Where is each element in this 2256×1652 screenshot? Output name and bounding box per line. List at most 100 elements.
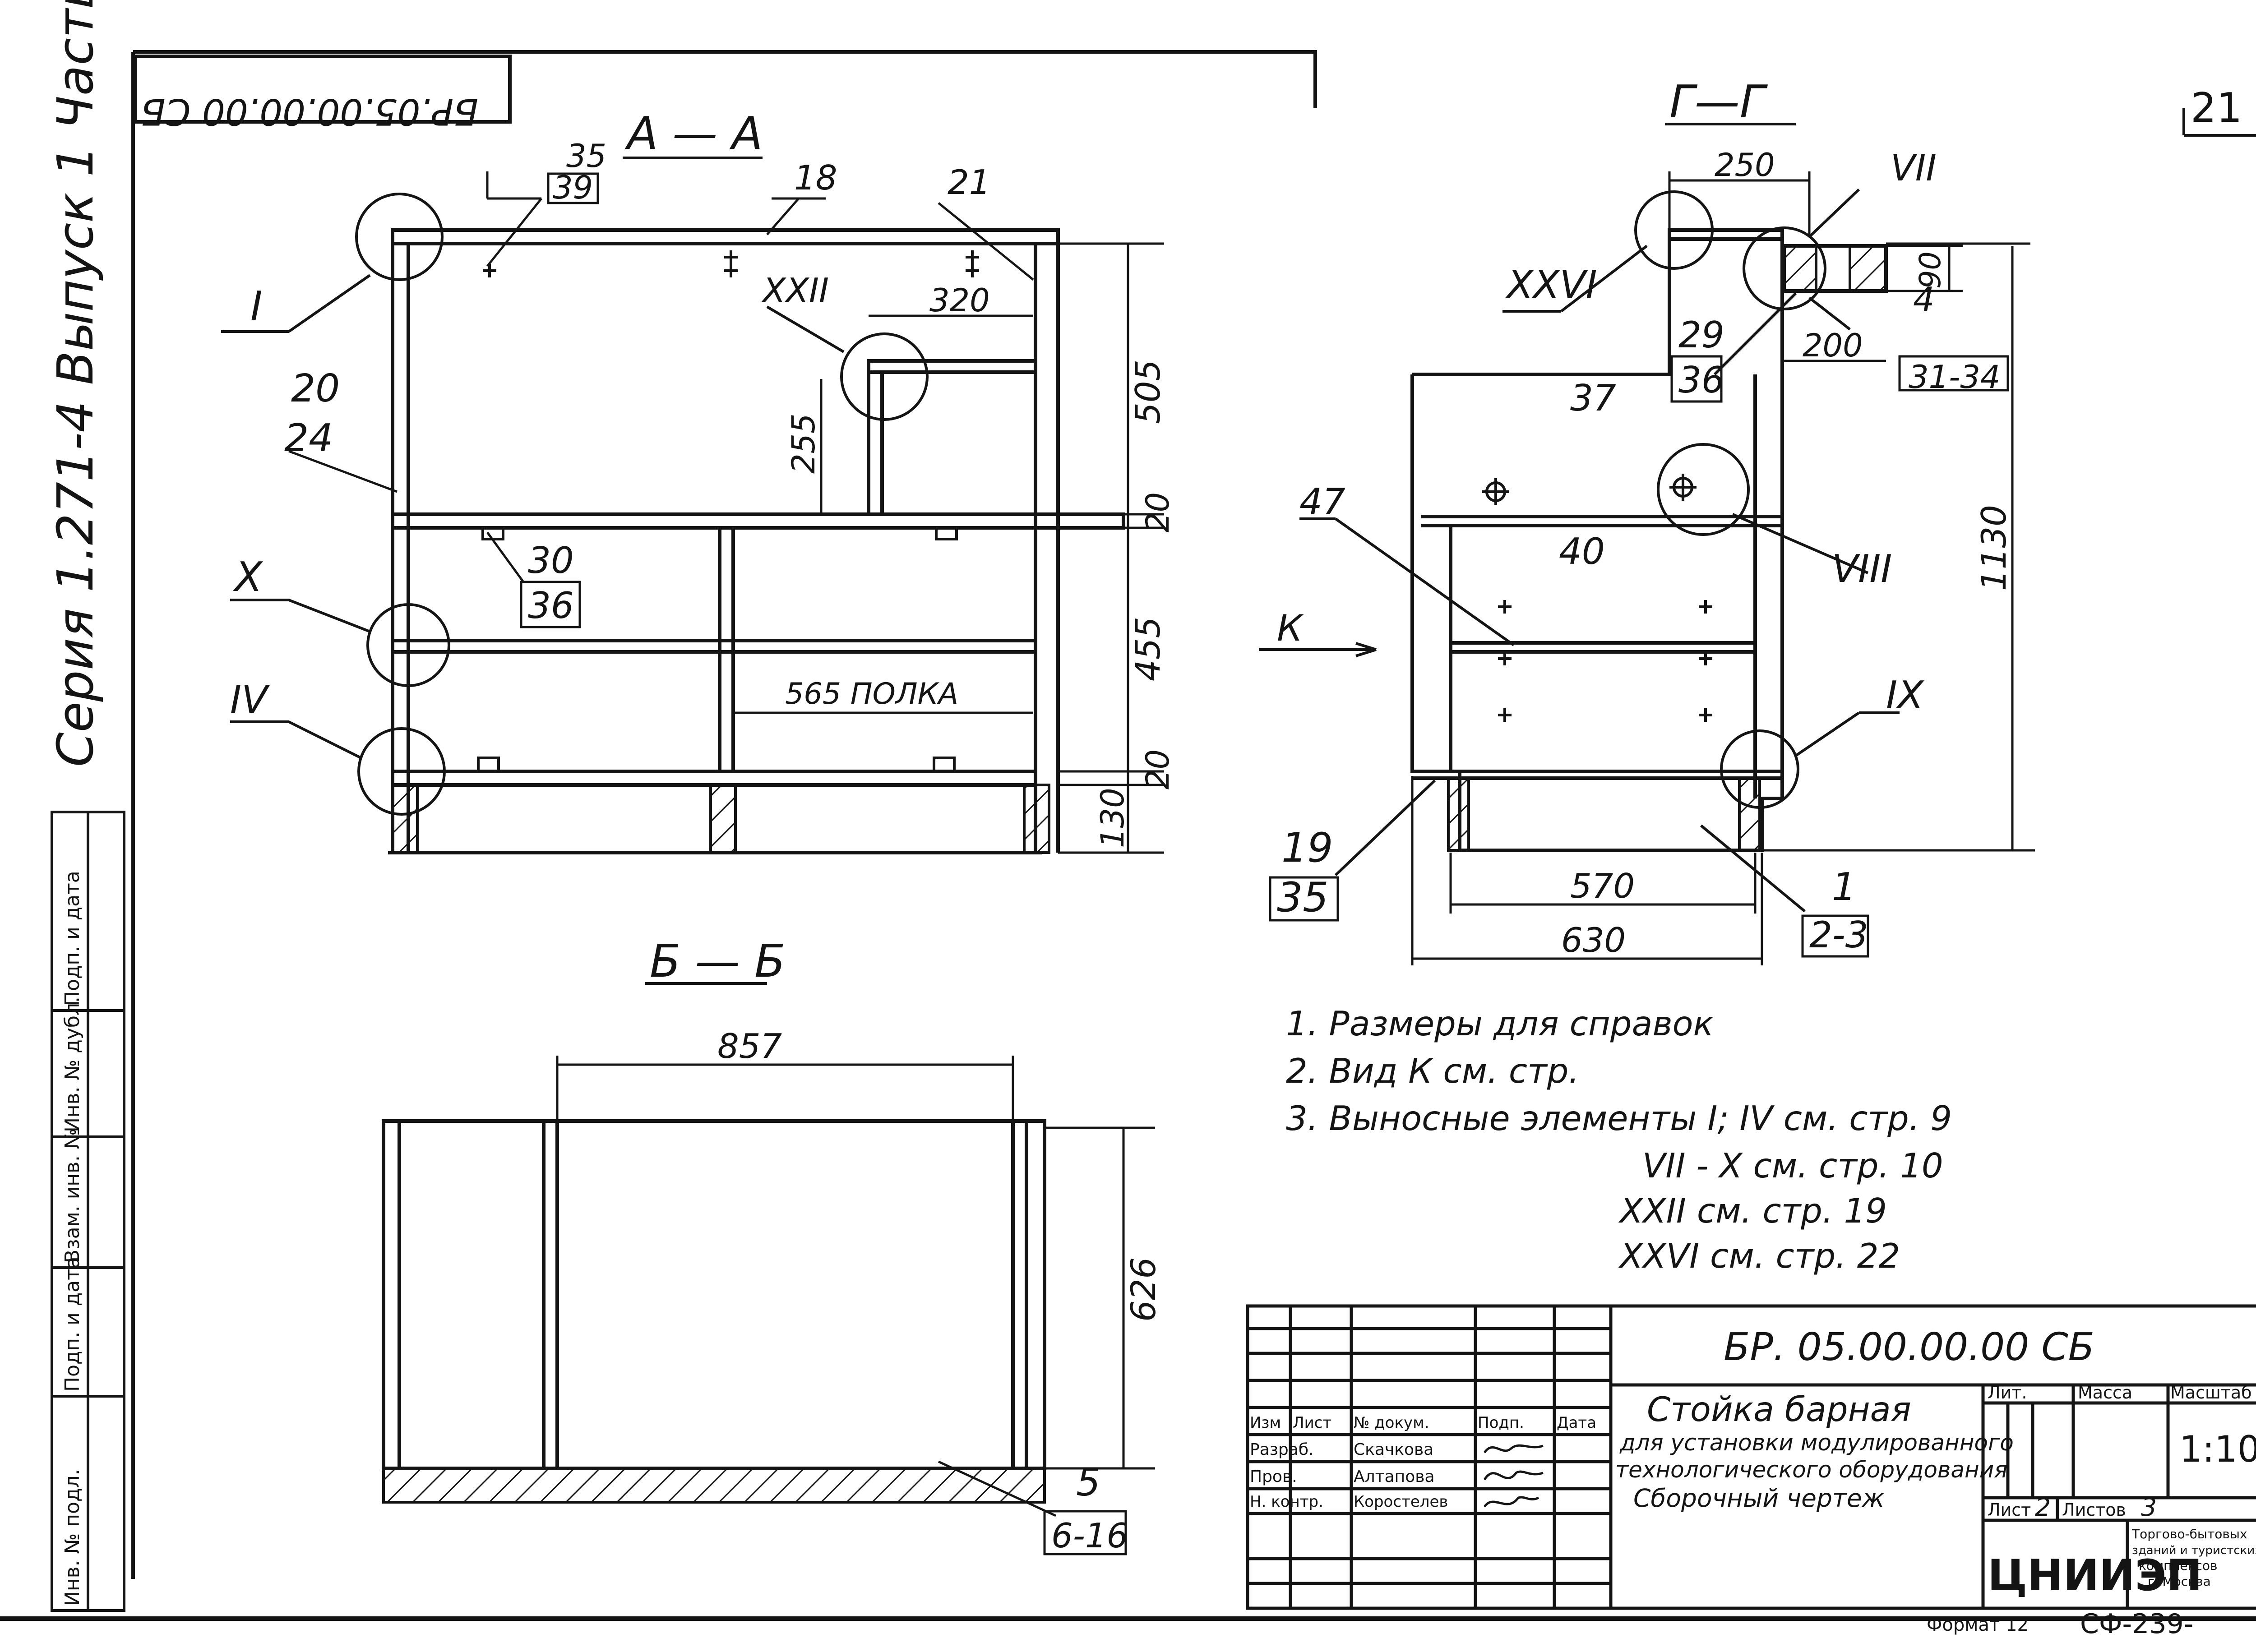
note-5: XXII см. стр. 19 [1618, 1191, 1887, 1231]
dim-455: 455 [1128, 617, 1168, 681]
hdr-sign: Подп. [1478, 1414, 1524, 1432]
series-side-text: Серия 1.271-4 Выпуск 1 Часть I [46, 0, 104, 767]
section-bb: Б — Б 857 626 5 6-16 [382, 935, 1163, 1555]
hdr-list: Лист [1293, 1414, 1331, 1432]
roman-VIII: VIII [1832, 547, 1892, 591]
sheet-value: 2 [2035, 1493, 2051, 1522]
side-col-1: Инв. № подл. [61, 1469, 84, 1606]
dim-250: 250 [1715, 147, 1775, 184]
dim-320: 320 [929, 282, 990, 319]
mass-label: Масса [2078, 1383, 2132, 1403]
org-line-1: Торгово-бытовых [2131, 1527, 2247, 1541]
org-line-2: зданий и туристских [2132, 1544, 2256, 1557]
sheet-frame [0, 50, 2256, 1621]
dim-626: 626 [1123, 1257, 1163, 1322]
format-text: Формат 12 [1927, 1615, 2029, 1635]
hdr-date: Дата [1557, 1414, 1596, 1432]
pos-1: 1 [1832, 865, 1856, 909]
row-role-1: Разраб. [1250, 1440, 1313, 1459]
roman-VII: VII [1891, 147, 1937, 189]
pos-47: 47 [1299, 481, 1345, 523]
section-gg-title: Г—Г [1669, 75, 1768, 128]
title-line-1: Стойка барная [1647, 1389, 1911, 1429]
dim-20a: 20 [1139, 492, 1176, 532]
pos-29: 29 [1678, 314, 1724, 356]
dim-1130: 1130 [1974, 505, 2014, 591]
note-2: 2. Вид К см. стр. [1286, 1051, 1579, 1091]
pos-37: 37 [1570, 377, 1616, 419]
dim-90: 90 [1914, 251, 1947, 289]
pos-21: 21 [948, 162, 990, 202]
sheet-label: Лист [1988, 1500, 2031, 1520]
sheets-label: Листов [2062, 1500, 2126, 1520]
org-logo: ЦНИИЭП [1988, 1551, 2202, 1601]
title-block: БР. 05.00.00.00 СБ Стойка барная для уст… [1246, 1304, 2256, 1640]
row-role-3: Н. контр. [1250, 1493, 1323, 1511]
hdr-izm: Изм [1250, 1414, 1281, 1432]
pos-24: 24 [284, 416, 333, 461]
doc-code: БР. 05.00.00.00 СБ [1724, 1325, 2094, 1370]
view-k: К [1277, 607, 1304, 649]
pos-20: 20 [291, 366, 340, 411]
note-1: 1. Размеры для справок [1286, 1004, 1714, 1043]
row-name-2: Алтапова [1354, 1467, 1435, 1486]
hdr-doc: № докум. [1354, 1414, 1429, 1432]
dim-20b: 20 [1139, 749, 1176, 789]
pos-5: 5 [1076, 1460, 1100, 1505]
row-name-3: Коростелев [1354, 1493, 1448, 1511]
lit-label: Лит. [1988, 1383, 2027, 1403]
notes-block: 1. Размеры для справок 2. Вид К см. стр.… [1286, 1004, 1952, 1276]
pos-36: 36 [528, 585, 574, 627]
dim-255: 255 [785, 413, 822, 474]
stamp-mirrored: БР.05.00.00.00 СБ [134, 55, 512, 133]
section-bb-title: Б — Б [650, 935, 786, 988]
roman-I: I [250, 283, 263, 330]
dim-857: 857 [717, 1026, 782, 1066]
stamp-code-mirrored: БР.05.00.00.00 СБ [141, 91, 478, 133]
pos-18: 18 [794, 158, 837, 198]
dim-630: 630 [1561, 920, 1626, 960]
scale-value: 1:10 [2179, 1428, 2256, 1470]
roman-XXII: XXII [761, 271, 829, 310]
page-number: 21 [2191, 84, 2242, 132]
roman-XXVI: XXVI [1505, 263, 1597, 307]
sheets-value: 3 [2141, 1493, 2157, 1522]
scale-label: Масштаб [2170, 1383, 2252, 1403]
pos-39: 39 [553, 169, 593, 206]
dim-200: 200 [1803, 327, 1863, 364]
sheet-code: СФ-239- [2080, 1608, 2193, 1640]
org-line-3: комплексов [2139, 1558, 2218, 1573]
row-name-1: Скачкова [1354, 1440, 1433, 1459]
title-line-3: технологического оборудования [1615, 1457, 2007, 1483]
roman-X: X [233, 554, 264, 601]
section-aa-title: А — А [624, 107, 763, 160]
dim-130: 130 [1094, 788, 1131, 848]
dim-570: 570 [1570, 866, 1635, 906]
section-aa: А — А [221, 107, 1176, 854]
side-col-2: Подп. и дата [61, 1256, 84, 1392]
pos-35: 35 [566, 138, 606, 175]
roman-IV: IV [230, 678, 270, 722]
pos-36-gg: 36 [1678, 359, 1724, 401]
title-line-2: для установки модулированного [1619, 1430, 2014, 1456]
pos-35-gg: 35 [1277, 874, 1329, 921]
note-6: XXVI см. стр. 22 [1618, 1236, 1900, 1276]
section-gg: Г—Г [1259, 75, 2035, 965]
pos-40: 40 [1559, 531, 1605, 572]
pos-30: 30 [528, 540, 574, 581]
row-role-2: Пров. [1250, 1467, 1297, 1486]
pos-2-3: 2-3 [1809, 914, 1868, 956]
side-strip [51, 811, 125, 1612]
pos-19: 19 [1281, 824, 1333, 872]
side-col-4: Инв. № дубл. [61, 997, 84, 1132]
org-line-4: г. Москва [2148, 1574, 2211, 1589]
note-4: VII - X см. стр. 10 [1642, 1146, 1943, 1186]
note-3: 3. Выносные элементы I; IV см. стр. 9 [1286, 1098, 1952, 1138]
dim-shelf: 565 ПОЛКА [785, 677, 958, 711]
signatures [1483, 1444, 1544, 1508]
pos-4: 4 [1913, 280, 1935, 319]
dim-505: 505 [1128, 360, 1168, 424]
roman-IX: IX [1886, 673, 1924, 718]
pos-6-16: 6-16 [1051, 1516, 1128, 1555]
